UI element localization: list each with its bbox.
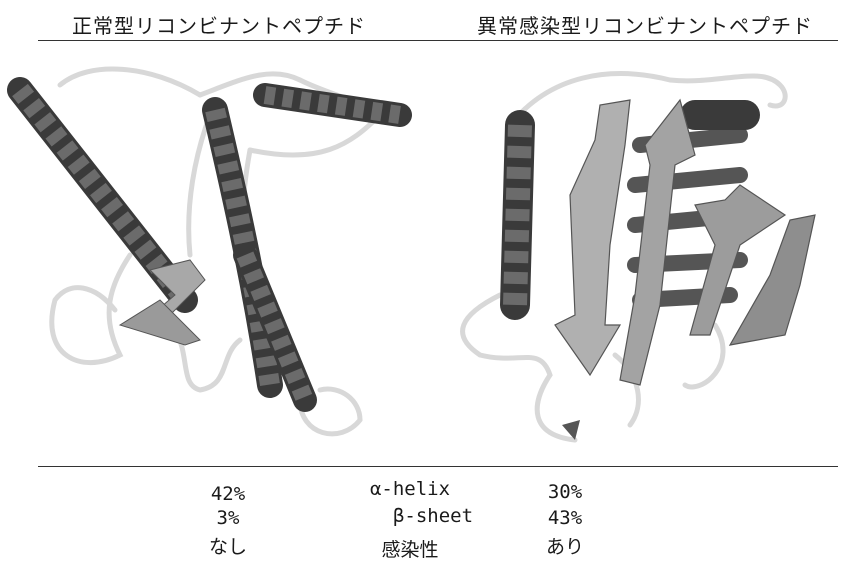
sheet-label: β-sheet [378, 505, 488, 527]
abnormal-helix-value: 30% [520, 481, 610, 503]
beta-sheets [555, 100, 815, 385]
abnormal-sheet-value: 43% [520, 507, 610, 529]
normal-peptide-structure [0, 55, 430, 455]
normal-infectivity-value: なし [183, 532, 273, 559]
bottom-divider [38, 466, 838, 467]
infectivity-label: 感染性 [360, 535, 460, 562]
abnormal-infectivity-value: あり [520, 532, 610, 559]
normal-helix-value: 42% [183, 483, 273, 505]
abnormal-peptide-structure [440, 45, 840, 455]
alpha-helix-3 [265, 95, 400, 115]
helix-label: α-helix [355, 478, 465, 500]
normal-sheet-value: 3% [183, 507, 273, 529]
normal-peptide-title: 正常型リコンビナントペプチド [72, 10, 366, 39]
abnormal-peptide-title: 異常感染型リコンビナントペプチド [477, 10, 813, 39]
top-divider [38, 40, 838, 41]
alpha-helix-1 [515, 125, 520, 305]
